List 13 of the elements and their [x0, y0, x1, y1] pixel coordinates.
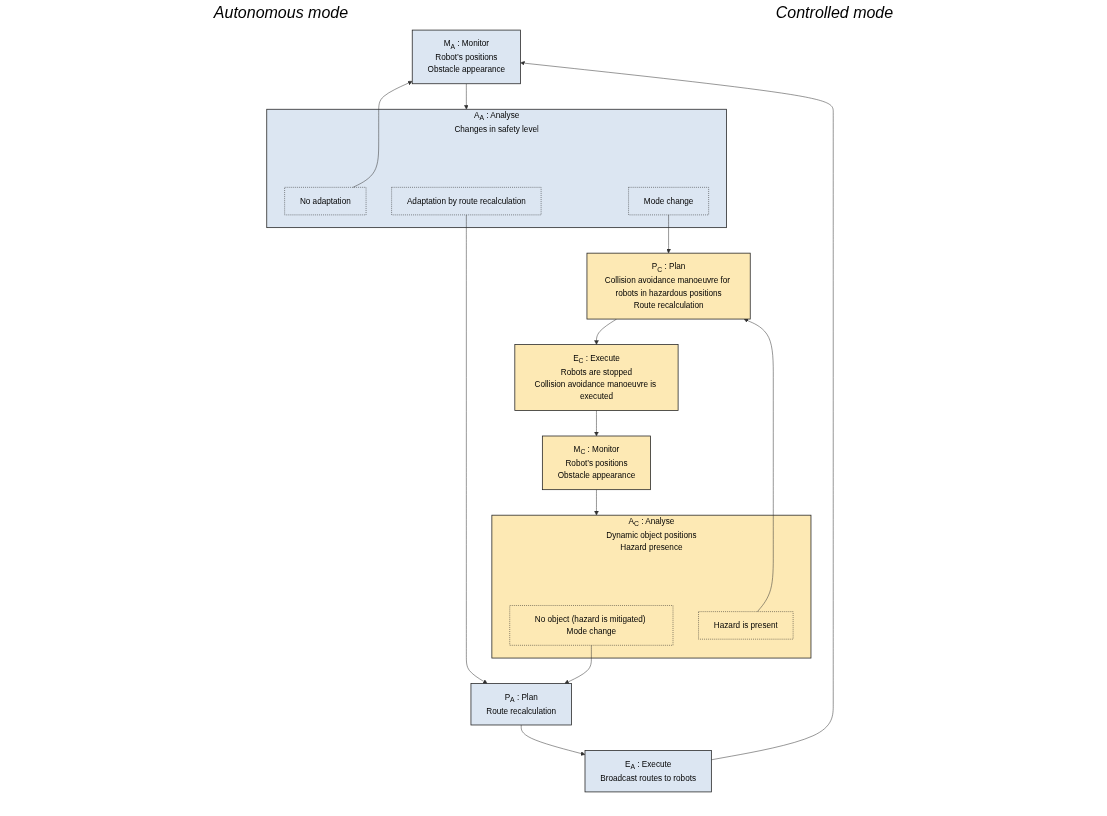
- node-box: E$_{A}$ : Execute Broadcast routes to robots: [584, 750, 712, 793]
- node-box: No adaptation: [284, 187, 367, 216]
- node-box: M$_{A}$ : Monitor Robot’s positions Obstacle appearance: [411, 29, 521, 85]
- node-box: Adaptation by route recalculation: [391, 187, 542, 216]
- mode-heading: Controlled mode: [775, 4, 894, 22]
- node-box: M$_{C}$ : Monitor Robot’s positions Obstacle appearance: [541, 435, 651, 491]
- node-box: P$_{C}$ : Plan Collision avoidance manoeuvre for robots in hazardous positions Route recalculation: [586, 252, 751, 320]
- mode-heading: Autonomous mode: [213, 4, 349, 22]
- node-box: P$_{A}$ : Plan Route recalculation: [470, 683, 572, 726]
- node-box: Hazard is present: [698, 611, 794, 640]
- node-box: E$_{C}$ : Execute Robots are stopped Collision avoidance manoeuvre is executed: [514, 344, 679, 411]
- node-box: No object (hazard is mitigated) Mode change: [509, 605, 674, 646]
- node-box: Mode change: [628, 187, 709, 216]
